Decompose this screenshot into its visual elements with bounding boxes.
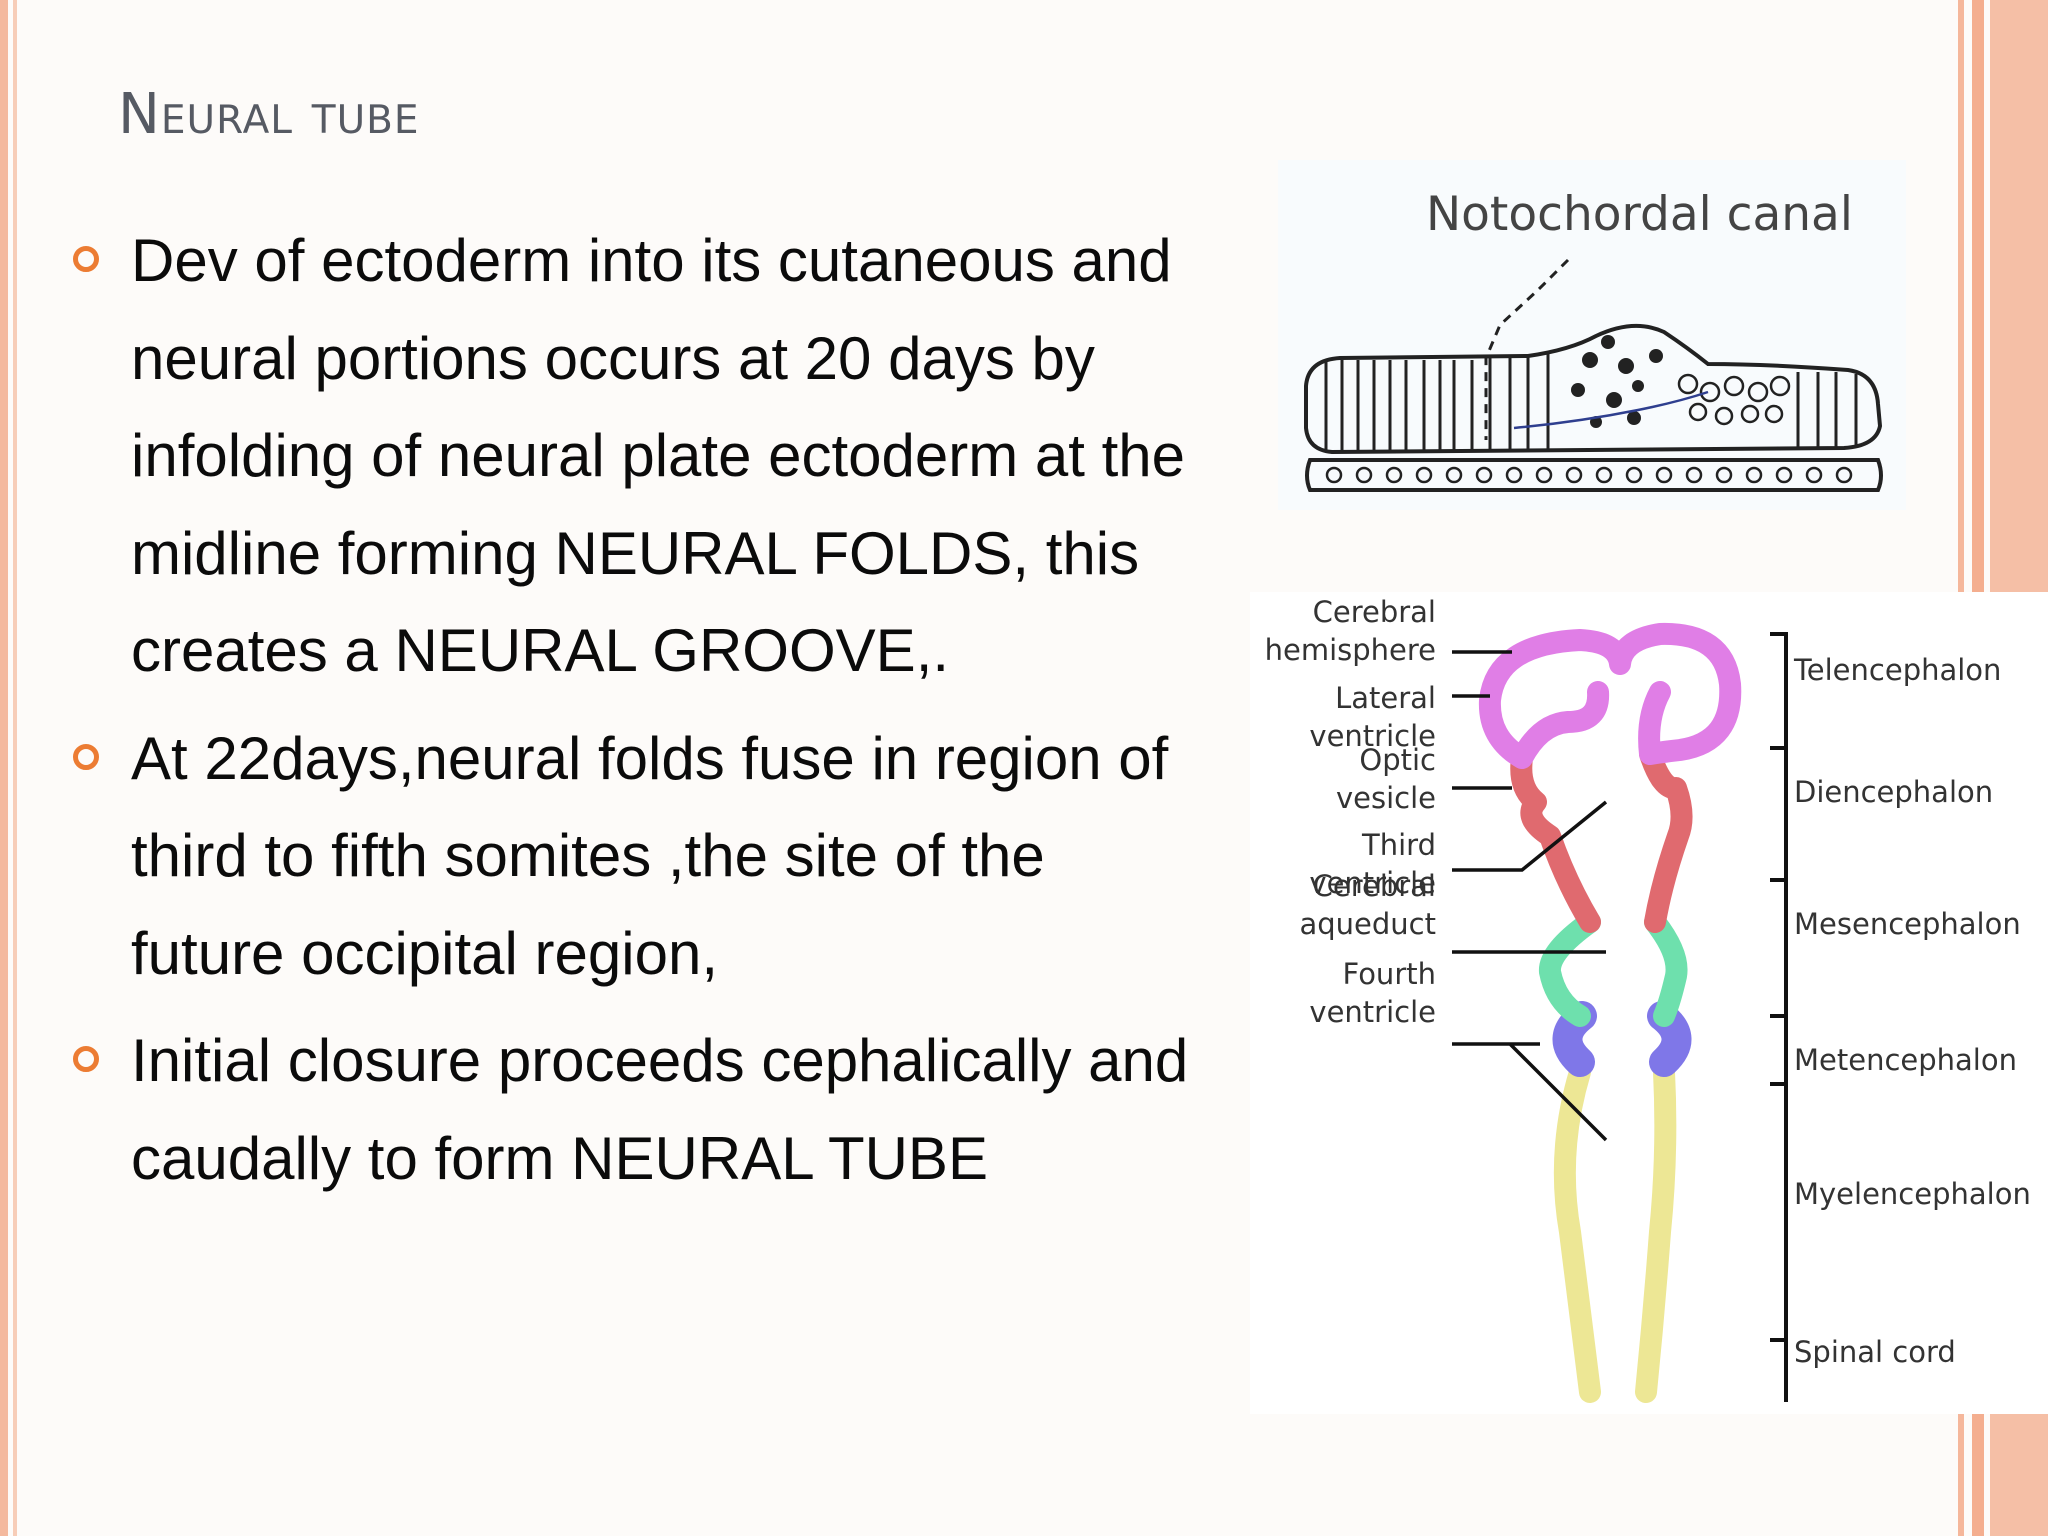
mesencephalon-left [1538,911,1601,1027]
region-label: Mesencephalon [1794,907,2021,941]
region-label: Metencephalon [1794,1043,2017,1077]
region-label: Telencephalon [1793,653,2001,687]
bullet-list: Dev of ectoderm into its cutaneous and n… [62,212,1202,1217]
left-label-line: Third [1361,828,1436,862]
bullet-ring-icon [73,743,99,770]
bullet-ring-icon [73,1046,99,1072]
notochord-line [1513,390,1709,430]
ectoderm-cells [1324,354,1858,450]
left-label-line: Lateral [1335,681,1436,715]
leader-line [1452,800,1608,872]
notochordal-canal-figure: Notochordal canal [1278,160,1906,510]
brain-vesicle-figure: CerebralhemisphereLateralventricleOpticv… [1250,592,2048,1414]
left-label-line: ventricle [1309,719,1436,753]
mesoderm-circles [1677,373,1791,426]
leader-lines [1452,650,1608,1142]
region-bracket [1770,632,1788,1402]
telencephalon-outline [1478,622,1742,769]
region-label: Spinal cord [1794,1335,1956,1369]
ectoderm-outline [1304,323,1883,455]
neural-tube-drawing [1478,622,1742,1403]
left-label-line: aqueduct [1299,907,1436,941]
bullet-ring-icon [73,246,99,272]
spinal-cord-left-wall [1553,1061,1601,1403]
left-label-line: ventricle [1309,866,1436,900]
spinal-cord-right-wall [1635,1061,1677,1403]
bullet-item: Initial closure proceeds cephalically an… [62,1012,1202,1207]
diencephalon-right [1639,743,1693,933]
left-labels: CerebralhemisphereLateralventricleOpticv… [1265,595,1436,1029]
diencephalon-left [1510,747,1601,933]
left-edge-decoration [0,0,24,1536]
bullet-text: Initial closure proceeds cephalically an… [131,1027,1189,1192]
endoderm-cells [1325,466,1853,484]
leader-line [1452,1042,1608,1142]
bullet-item: Dev of ectoderm into its cutaneous and n… [62,212,1202,700]
region-label: Myelencephalon [1794,1177,2031,1211]
mesencephalon-right [1644,911,1688,1027]
left-label-line: vesicle [1336,781,1436,815]
bullet-text: At 22days,neural folds fuse in region of… [131,724,1169,987]
bullet-text: Dev of ectoderm into its cutaneous and n… [131,227,1186,684]
endoderm-layer [1305,458,1883,492]
left-label-line: Optic [1359,743,1436,777]
region-label: Diencephalon [1794,775,1993,809]
left-label-line: hemisphere [1265,633,1436,667]
left-label-line: Cerebral [1313,869,1436,903]
notochordal-canal-label: Notochordal canal [1426,187,1853,242]
left-label-line: ventricle [1309,995,1436,1029]
right-labels: TelencephalonDiencephalonMesencephalonMe… [1793,653,2031,1369]
bullet-item: At 22days,neural folds fuse in region of… [62,710,1202,1003]
left-label-line: Fourth [1343,957,1436,991]
mesoderm-dots [1571,335,1663,428]
left-label-line: Cerebral [1313,595,1436,629]
bracket-line [1770,632,1788,1402]
slide-title: Neural tube [118,82,420,147]
